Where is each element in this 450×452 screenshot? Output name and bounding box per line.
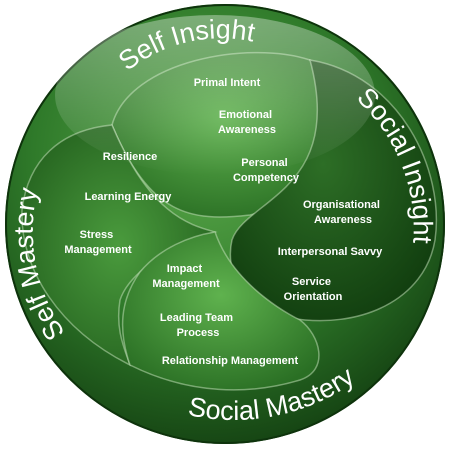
item-emotional-awareness: Emotional Awareness <box>218 109 276 136</box>
outer-rim <box>5 4 445 444</box>
item-interpersonal-savvy: Interpersonal Savvy <box>278 246 383 258</box>
item-stress-management: Stress Management <box>64 229 132 256</box>
item-leading-team-process-line2: Process <box>177 327 220 339</box>
item-impact-management-line1: Impact <box>167 263 203 275</box>
item-resilience: Resilience <box>103 151 157 163</box>
lobe-self-mastery <box>21 124 218 367</box>
item-organisational-awareness-line2: Awareness <box>314 214 372 226</box>
item-stress-management-line1: Stress <box>80 229 114 241</box>
item-personal-competency: Personal Competency <box>233 157 300 184</box>
item-leading-team-process-line1: Leading Team <box>160 312 233 324</box>
item-organisational-awareness-line1: Organisational <box>303 199 380 211</box>
gloss-highlight <box>55 15 375 175</box>
item-primal-intent: Primal Intent <box>194 77 261 89</box>
item-learning-energy: Learning Energy <box>85 191 173 203</box>
item-impact-management: Impact Management <box>152 263 220 290</box>
item-service-orientation-line1: Service <box>292 276 331 288</box>
item-organisational-awareness: Organisational Awareness <box>303 199 383 226</box>
item-service-orientation: Service Orientation <box>284 276 343 303</box>
item-service-orientation-line2: Orientation <box>284 291 343 303</box>
item-stress-management-line2: Management <box>64 244 132 256</box>
item-relationship-management: Relationship Management <box>162 355 299 367</box>
item-personal-competency-line1: Personal <box>241 157 287 169</box>
item-emotional-awareness-line1: Emotional <box>219 109 272 121</box>
lobe-social-mastery <box>121 231 320 391</box>
item-emotional-awareness-line2: Awareness <box>218 124 276 136</box>
item-leading-team-process: Leading Team Process <box>160 312 236 339</box>
item-impact-management-line2: Management <box>152 278 220 290</box>
item-personal-competency-line2: Competency <box>233 172 300 184</box>
